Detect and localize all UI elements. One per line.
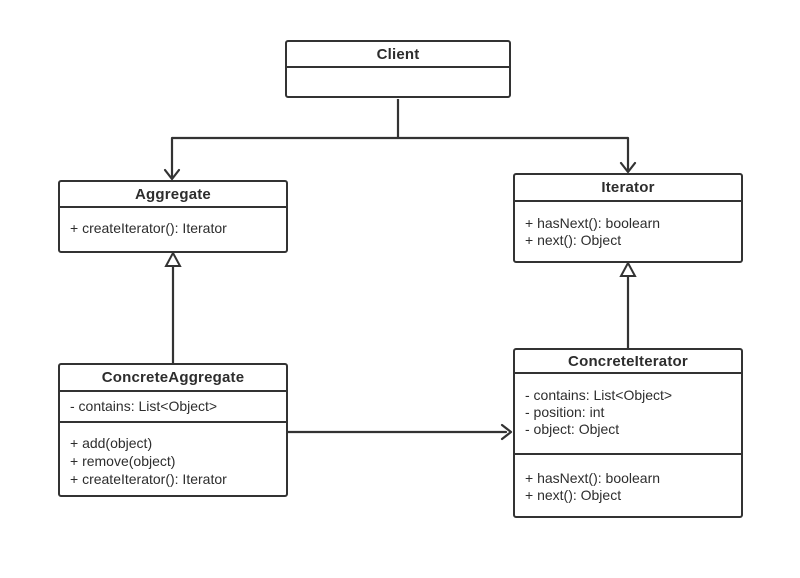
class-box-iterator[interactable]: Iterator + hasNext(): boolearn + next():… xyxy=(513,173,743,263)
methods-section: + hasNext(): boolearn + next(): Object xyxy=(515,202,741,249)
connector-client-iterator xyxy=(619,136,637,174)
attributes-section: - contains: List<Object> xyxy=(60,392,286,423)
method-line: + createIterator(): Iterator xyxy=(70,220,227,236)
open-arrowhead-icon xyxy=(619,161,637,174)
method-line: + createIterator(): Iterator xyxy=(70,471,227,487)
open-arrowhead-icon xyxy=(163,168,181,181)
class-title: ConcreteIterator xyxy=(515,350,741,374)
attribute-line: - position: int xyxy=(525,404,605,420)
attribute-line: - contains: List<Object> xyxy=(525,387,673,403)
class-title: Client xyxy=(287,42,509,68)
class-title: ConcreteAggregate xyxy=(60,365,286,392)
class-title: Iterator xyxy=(515,175,741,202)
attribute-line: - contains: List<Object> xyxy=(70,398,218,414)
methods-section: + hasNext(): boolearn + next(): Object xyxy=(515,455,741,504)
connector-client-trunk xyxy=(172,99,628,140)
method-line: + remove(object) xyxy=(70,453,176,469)
method-line: + add(object) xyxy=(70,435,153,451)
attribute-line: - object: Object xyxy=(525,421,620,437)
class-box-concrete-aggregate[interactable]: ConcreteAggregate - contains: List<Objec… xyxy=(58,363,288,497)
method-line: + hasNext(): boolearn xyxy=(525,215,661,231)
class-box-concrete-iterator[interactable]: ConcreteIterator - contains: List<Object… xyxy=(513,348,743,518)
connector-concreteaggregate-aggregate xyxy=(164,250,182,363)
method-line: + next(): Object xyxy=(525,487,622,503)
connector-concreteaggregate-concreteiterator xyxy=(286,423,513,441)
connector-client-aggregate xyxy=(163,136,181,181)
methods-section: + add(object) + remove(object) + createI… xyxy=(60,423,286,488)
methods-section: + createIterator(): Iterator xyxy=(60,208,286,237)
connector-concreteiterator-iterator xyxy=(619,260,637,348)
class-box-client[interactable]: Client xyxy=(285,40,511,98)
class-title: Aggregate xyxy=(60,182,286,208)
hollow-triangle-arrowhead-icon xyxy=(164,250,182,267)
class-box-aggregate[interactable]: Aggregate + createIterator(): Iterator xyxy=(58,180,288,253)
method-line: + hasNext(): boolearn xyxy=(525,470,661,486)
method-line: + next(): Object xyxy=(525,232,622,248)
open-arrowhead-icon xyxy=(500,423,513,441)
attributes-section: - contains: List<Object> - position: int… xyxy=(515,374,741,455)
hollow-triangle-arrowhead-icon xyxy=(619,260,637,277)
